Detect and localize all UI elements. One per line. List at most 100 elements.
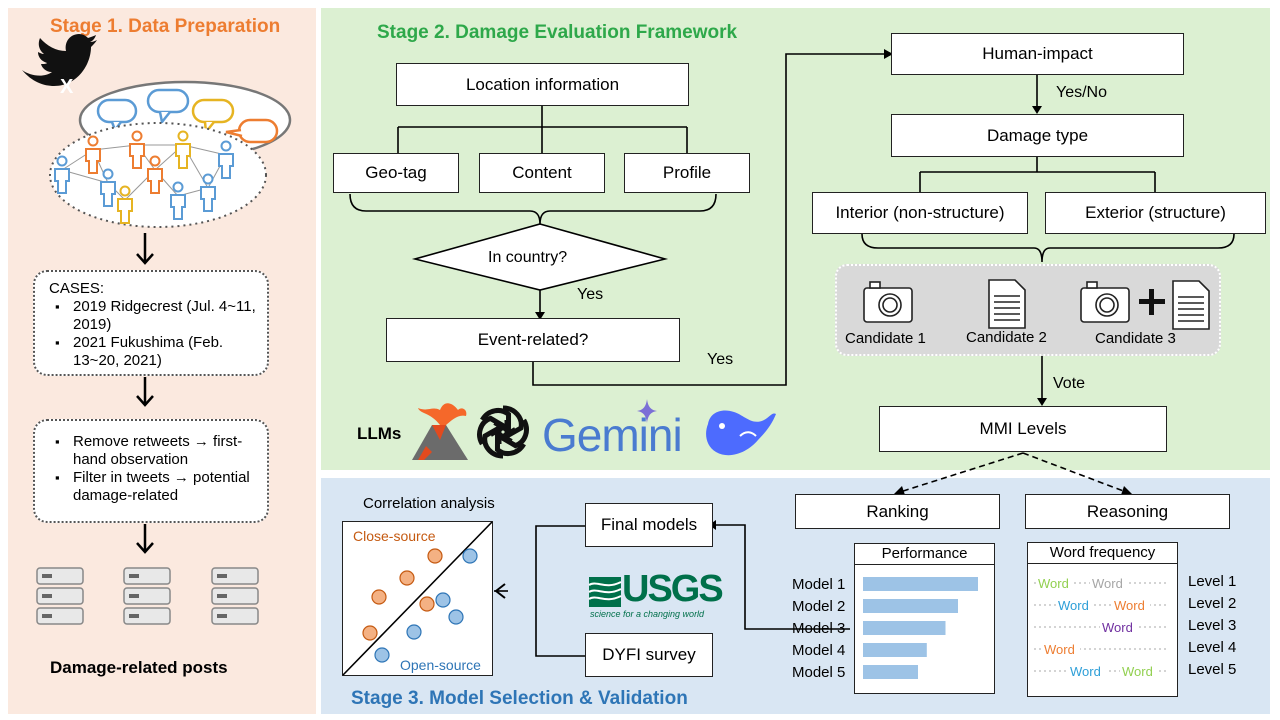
word-token-bg (1090, 574, 1128, 590)
content-box: Content (479, 153, 605, 193)
close-source-point (419, 596, 435, 612)
yes-no-label: Yes/No (1056, 84, 1107, 101)
performance-title: Performance (855, 544, 994, 565)
stage2-title: Stage 2. Damage Evaluation Framework (377, 22, 738, 43)
exterior-box: Exterior (structure) (1045, 192, 1266, 234)
event-related-box: Event-related? (386, 318, 680, 362)
document-icon (1172, 280, 1210, 330)
llms-label: LLMs (357, 424, 402, 443)
document-icon (988, 279, 1026, 329)
deepseek-whale-icon (706, 410, 776, 456)
usgs-tagline: science for a changing world (590, 609, 705, 619)
word-token-bg (1042, 640, 1080, 656)
word-token: Word (1044, 642, 1075, 657)
x-logo: X (60, 76, 74, 98)
volcano-icon (412, 403, 468, 460)
open-source-point (435, 592, 451, 608)
performance-bars (863, 577, 978, 679)
close-source-point (371, 589, 387, 605)
stage1-title: Stage 1. Data Preparation (50, 16, 281, 37)
level-label: Level 4 (1188, 639, 1237, 656)
word-token-bg (1100, 618, 1138, 634)
reasoning-box: Reasoning (1025, 494, 1230, 529)
candidate-label: Candidate 2 (966, 329, 1047, 346)
model-label: Model 4 (792, 642, 846, 659)
human-impact-box: Human-impact (891, 33, 1184, 75)
step-item: Filter in tweets → potential damage-rela… (55, 469, 257, 505)
performance-bar (863, 621, 946, 635)
cases-box: CASES: 2019 Ridgecrest (Jul. 4~11, 2019)… (33, 270, 269, 376)
performance-bar (863, 643, 927, 657)
stage3-title: Stage 3. Model Selection & Validation (351, 688, 688, 709)
ranking-box: Ranking (795, 494, 1000, 529)
level-label: Level 2 (1188, 595, 1237, 612)
performance-bar (863, 599, 958, 613)
performance-chart: Performance (854, 543, 995, 694)
correlation-title: Correlation analysis (363, 495, 495, 512)
step-item: Remove retweets → first-hand observation (55, 433, 257, 469)
word-token-bg (1112, 596, 1150, 612)
candidate-label: Candidate 3 (1095, 330, 1176, 347)
model-label: Model 3 (792, 620, 846, 637)
usgs-wave-icon (588, 577, 622, 607)
correlation-plot (342, 521, 493, 676)
word-token: Word (1102, 620, 1133, 635)
close-source-point (427, 548, 443, 564)
camera-icon (1080, 281, 1130, 323)
gemini-wordmark: Gemini (542, 409, 683, 461)
geo-tag-box: Geo-tag (333, 153, 459, 193)
open-source-point (374, 647, 390, 663)
correlation-scatter (342, 521, 493, 676)
word-token: Word (1038, 576, 1069, 591)
close-source-label: Close-source (353, 528, 436, 544)
mmi-levels-box: MMI Levels (879, 406, 1167, 452)
word-token-bg (1056, 596, 1094, 612)
in-country-diamond (411, 223, 669, 291)
profile-box: Profile (624, 153, 750, 193)
model-label: Model 1 (792, 576, 846, 593)
word-token: Word (1114, 598, 1145, 613)
usgs-wordmark: USGS (622, 568, 724, 610)
yes-label: Yes (707, 351, 734, 368)
open-source-label: Open-source (400, 657, 481, 673)
close-source-point (362, 625, 378, 641)
plus-icon (1139, 289, 1165, 315)
open-source-point (448, 609, 464, 625)
in-country-label: In country? (488, 249, 568, 266)
cases-title: CASES: (49, 280, 105, 297)
damage-type-box: Damage type (891, 114, 1184, 157)
vote-label: Vote (1053, 375, 1086, 392)
candidate-label: Candidate 1 (845, 330, 926, 347)
word-frequency-title: Word frequency (1028, 543, 1177, 564)
word-token-bg (1068, 662, 1106, 678)
open-source-point (406, 624, 422, 640)
open-source-point (462, 548, 478, 564)
database-icon (36, 567, 259, 625)
model-label: Model 2 (792, 598, 846, 615)
word-token-bg (1120, 662, 1158, 678)
word-token: Word (1058, 598, 1089, 613)
word-token: Word (1092, 576, 1123, 591)
dyfi-survey-box: DYFI survey (585, 633, 713, 677)
twitter-bird-icon (22, 34, 97, 86)
word-token-bg (1036, 574, 1074, 590)
close-source-point (399, 570, 415, 586)
final-models-box: Final models (585, 503, 713, 547)
gemini-sparkle-icon (637, 399, 657, 423)
word-token: Word (1122, 664, 1153, 679)
openai-icon (477, 405, 529, 459)
case-item: 2019 Ridgecrest (Jul. 4~11, 2019) (55, 298, 257, 334)
case-item: 2021 Fukushima (Feb. 13~20, 2021) (55, 334, 257, 370)
camera-icon (863, 281, 913, 323)
level-label: Level 1 (1188, 573, 1237, 590)
output-label: Damage-related posts (50, 658, 228, 677)
performance-bar (863, 577, 978, 591)
level-label: Level 5 (1188, 661, 1237, 678)
